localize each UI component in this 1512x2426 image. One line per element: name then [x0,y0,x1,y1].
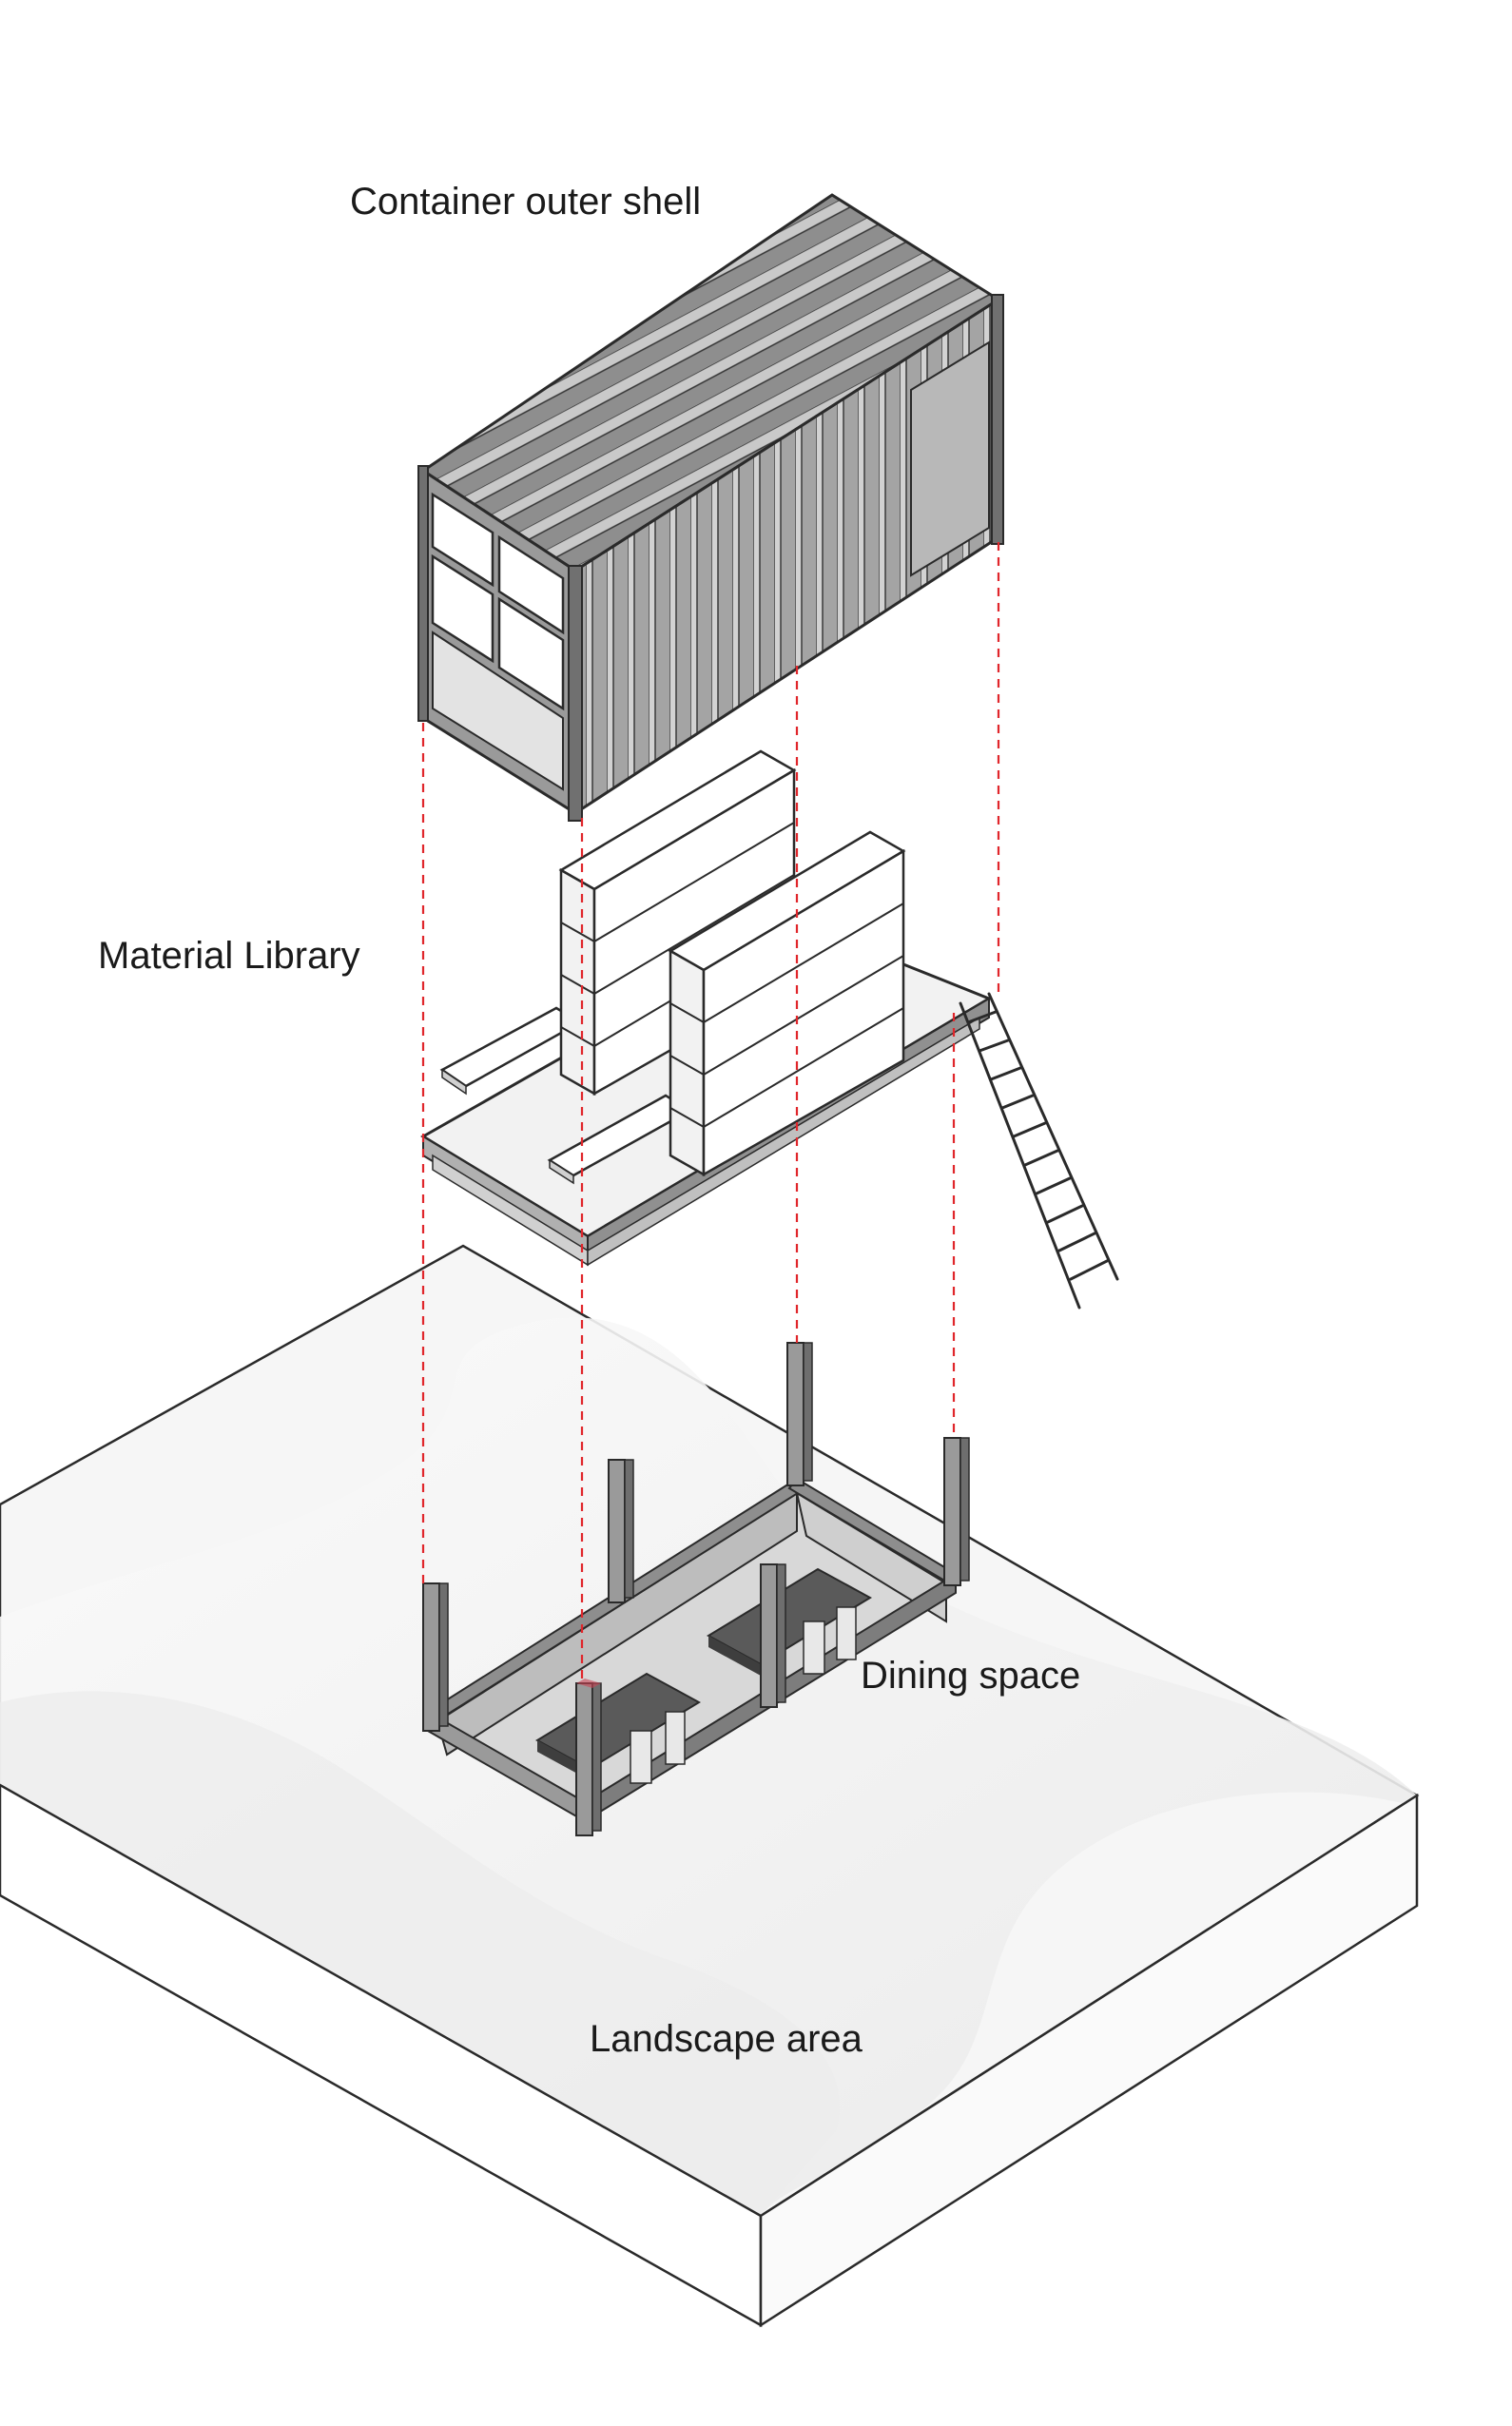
dining-column-front-left [422,1582,449,1732]
dining-table-2-front [708,1636,761,1676]
landscape-right-face [759,1793,1419,2328]
label-dining-space: Dining space [861,1655,1080,1697]
landscape-dune-shading-2 [0,1691,841,2216]
alignment-guides [421,542,1000,1683]
dining-bench-1 [630,1730,652,1784]
label-landscape-area: Landscape area [590,2018,863,2060]
dining-column-back-right [943,1437,970,1586]
landscape-dune-shading [0,1317,1417,2216]
dining-bench-3 [803,1621,825,1675]
bookshelf-front [668,830,906,1177]
library-bench-left-edge [441,1068,467,1096]
dining-bench-4 [836,1606,857,1660]
bookshelf-back [558,749,797,1097]
container-corner-post-right [991,294,1004,545]
dining-space-structure [422,1342,970,1836]
material-library-platform [420,749,1119,1310]
container-corner-post-front [568,565,583,822]
dining-column-back-left [786,1342,813,1486]
label-container-shell: Container outer shell [350,181,701,223]
label-material-library: Material Library [98,935,360,977]
dining-pit-left-wall [795,1490,947,1623]
container-corner-post-left [417,465,429,722]
library-bench-center-edge [549,1158,574,1185]
dining-column-front-corner [575,1682,602,1836]
dining-column-middle-back [608,1459,634,1603]
container-shell [417,193,1004,822]
landscape-base [0,1244,1420,2328]
dining-column-middle-front [760,1563,786,1708]
dining-bench-2 [665,1711,686,1765]
platform-ladder [959,992,1119,1310]
container-window-panels [431,492,565,791]
platform-lower-slab-right [587,1016,980,1267]
